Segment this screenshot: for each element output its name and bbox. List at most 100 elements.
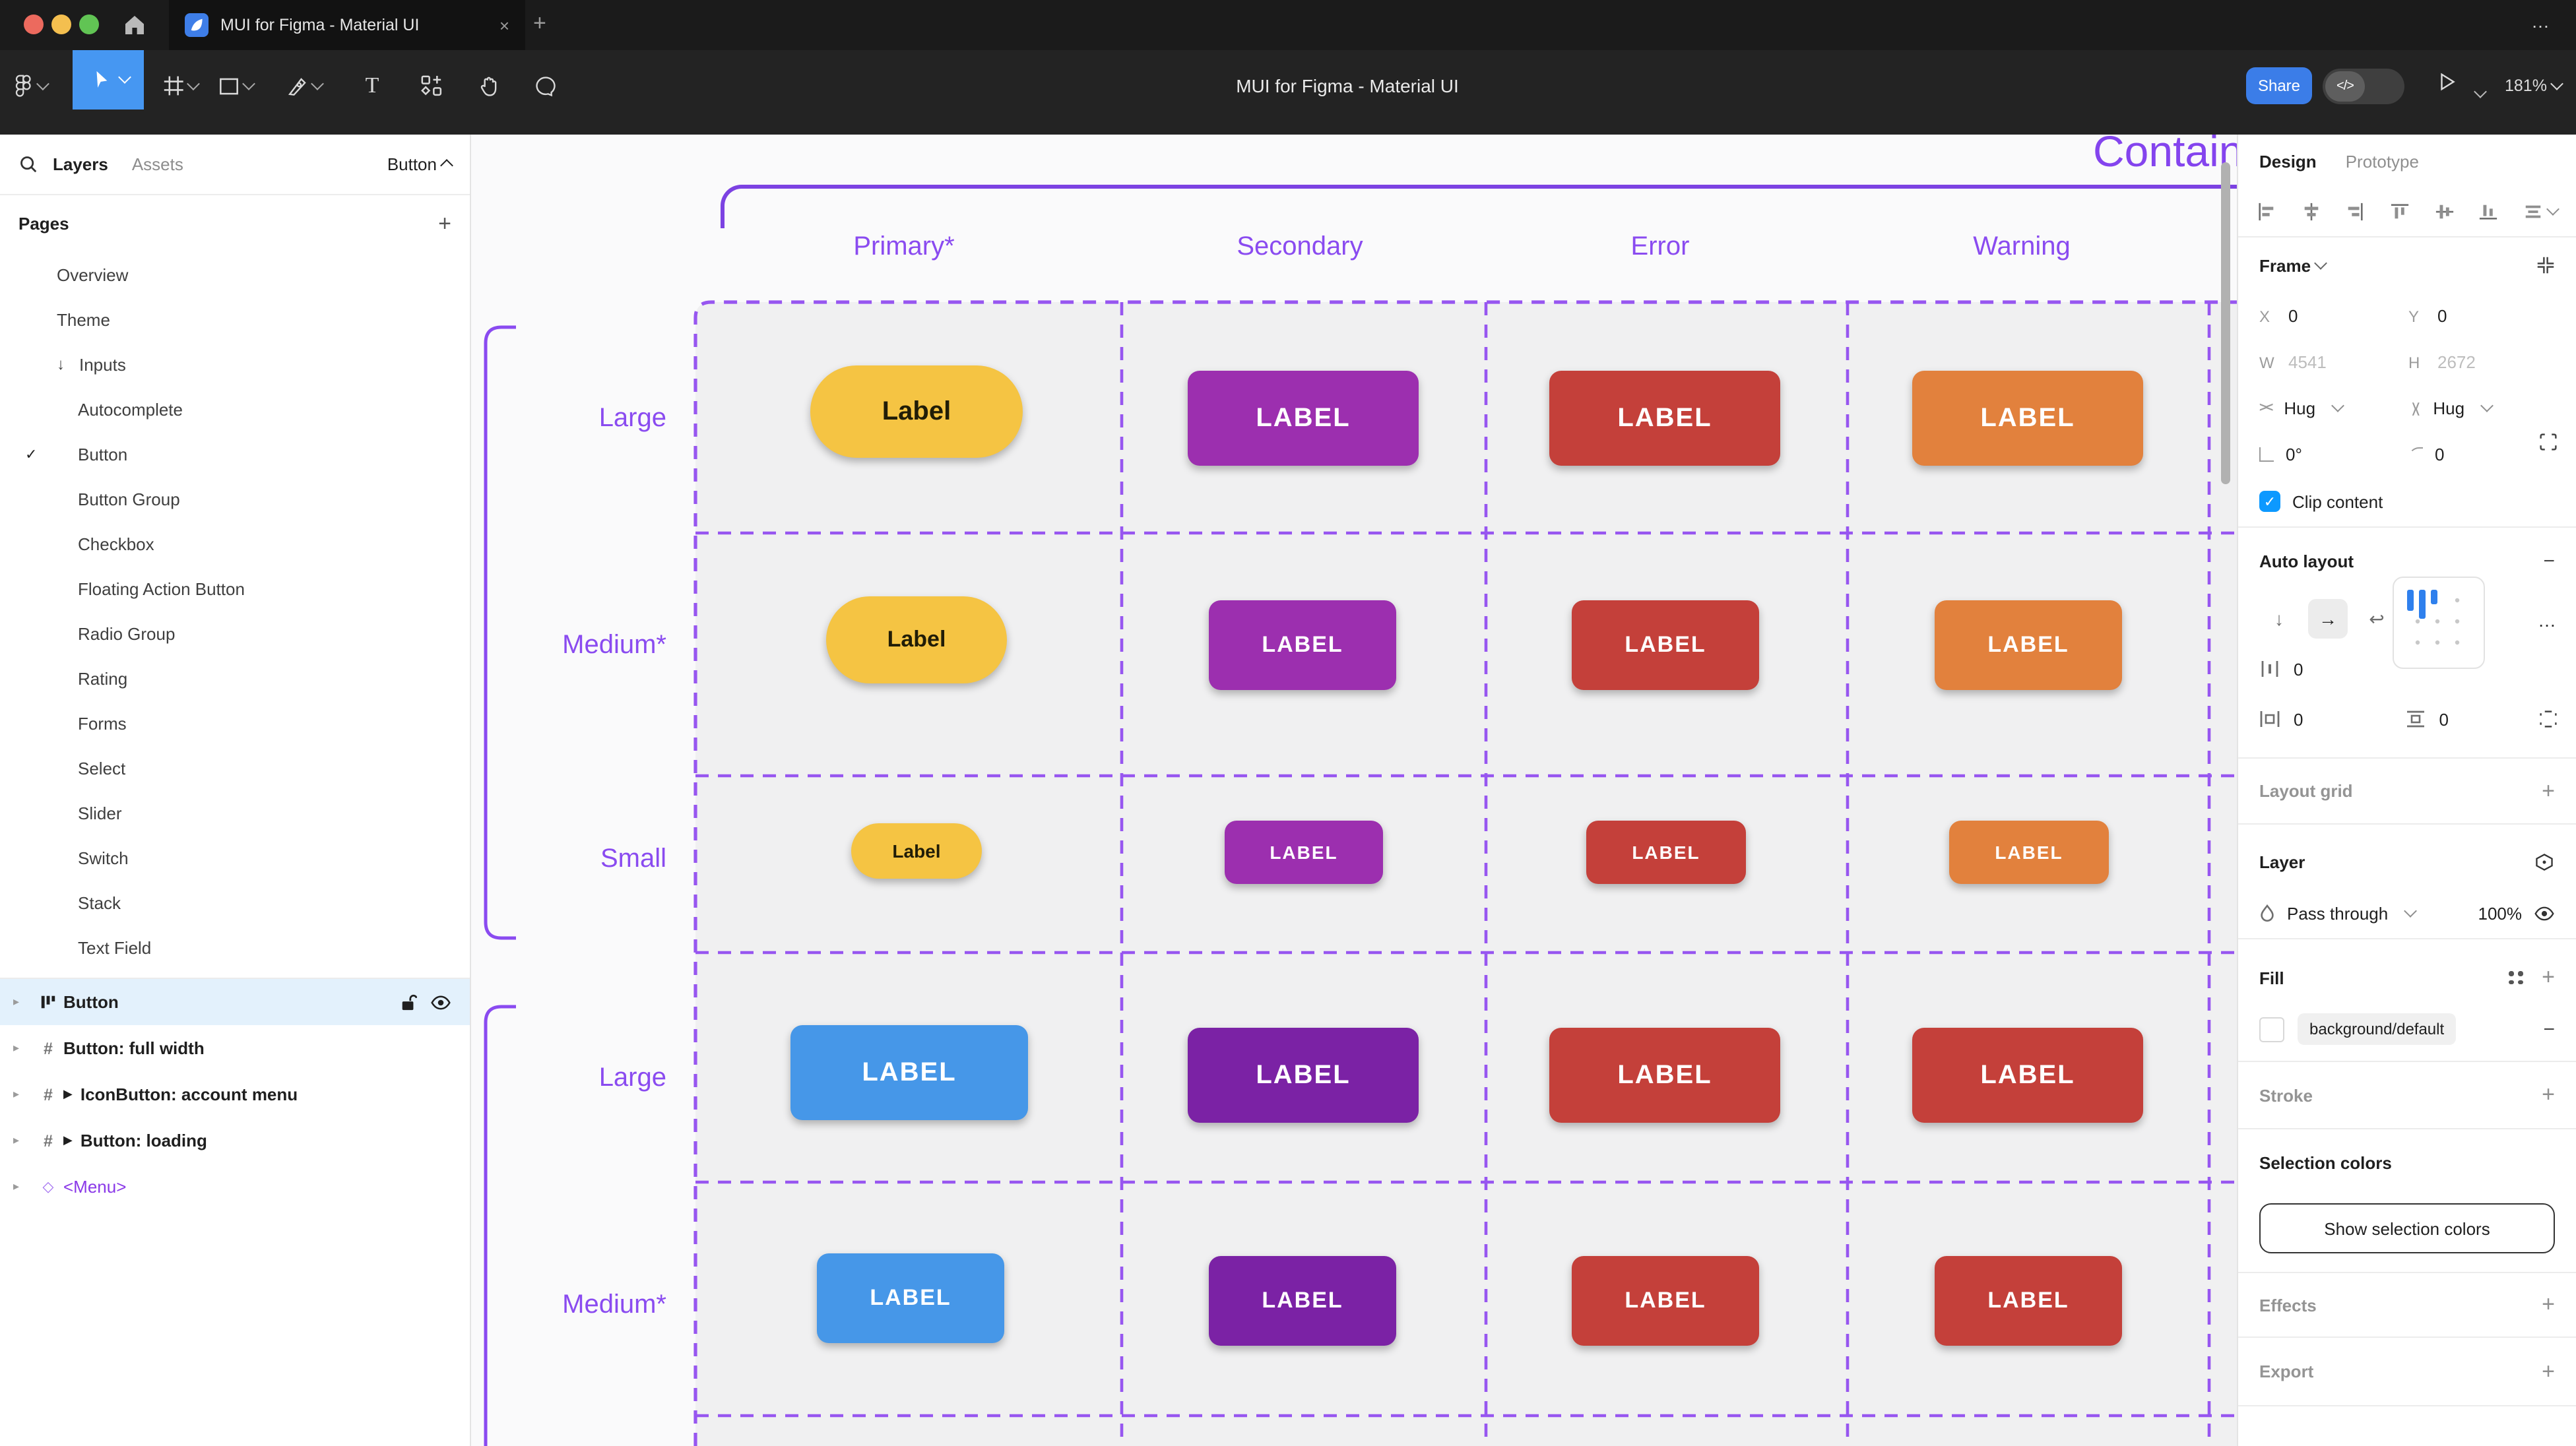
page-item-rating[interactable]: Rating [78,668,128,688]
shape-tool-button[interactable] [216,67,255,104]
layer-visible-eye-icon[interactable] [2534,904,2555,922]
tab-layers[interactable]: Layers [53,154,108,174]
align-h-center-icon[interactable] [2301,202,2321,222]
v-resize-value[interactable]: Hug [2433,398,2465,418]
button-component[interactable]: LABEL [1949,821,2109,884]
minimize-window-button[interactable] [51,15,71,34]
tri-right-icon[interactable]: ▸ [13,995,20,1008]
frame-section-title[interactable]: Frame [2259,255,2311,275]
tab-assets[interactable]: Assets [131,154,183,174]
align-left-icon[interactable] [2257,202,2276,222]
button-component[interactable]: LABEL [1912,1028,2143,1123]
layer-row-button-loading[interactable]: ▸ # ▶ Button: loading [13,1131,207,1150]
chevron-down-icon[interactable] [2314,256,2327,269]
visible-eye-icon[interactable] [430,993,451,1011]
tri-right-icon[interactable]: ▸ [13,1041,20,1054]
direction-horizontal-icon[interactable]: → [2308,599,2348,639]
file-tab[interactable]: MUI for Figma - Material UI × [169,0,525,50]
tri-right-icon[interactable]: ▸ [13,1087,20,1100]
tab-prototype[interactable]: Prototype [2345,151,2419,171]
h-resize-value[interactable]: Hug [2284,398,2316,418]
align-top-icon[interactable] [2390,202,2410,222]
layer-row-button-full-width[interactable]: ▸ # Button: full width [13,1038,205,1058]
fill-token-chip[interactable]: background/default [2298,1013,2457,1045]
page-item-checkbox[interactable]: Checkbox [78,534,154,553]
page-item-overview[interactable]: Overview [57,265,129,284]
page-item-forms[interactable]: Forms [78,713,127,733]
button-component[interactable]: LABEL [1209,1256,1396,1346]
tab-design[interactable]: Design [2259,151,2317,171]
layer-styles-icon[interactable] [2534,852,2555,871]
close-tab-icon[interactable]: × [499,15,509,35]
pen-tool-button[interactable] [285,67,324,104]
add-export-button[interactable]: + [2542,1358,2555,1383]
page-item-button-group[interactable]: Button Group [78,489,180,509]
fill-color-swatch[interactable] [2259,1017,2284,1042]
add-layout-grid-button[interactable]: + [2542,778,2555,803]
page-item-button[interactable]: ✓ Button [25,444,128,464]
resources-tool-button[interactable] [413,67,450,104]
layer-row-button[interactable]: ▸ Button [0,979,470,1025]
page-item-text-field[interactable]: Text Field [78,937,152,957]
button-component[interactable]: LABEL [1912,371,2143,466]
button-component[interactable]: Label [851,823,982,879]
comment-tool-button[interactable] [527,67,564,104]
remove-fill-button[interactable]: − [2543,1018,2555,1040]
home-icon[interactable] [121,12,150,38]
button-component[interactable]: Label [826,596,1007,683]
page-item-switch[interactable]: Switch [78,848,129,867]
add-effect-button[interactable]: + [2542,1292,2555,1317]
unlock-icon[interactable] [400,993,417,1011]
window-more-icon[interactable]: … [2531,11,2551,32]
button-component[interactable]: LABEL [1572,600,1759,690]
button-component[interactable]: LABEL [790,1025,1028,1120]
button-component[interactable]: LABEL [1572,1256,1759,1346]
text-tool-button[interactable]: T [365,73,379,98]
page-item-radio-group[interactable]: Radio Group [78,623,176,643]
move-tool-button[interactable] [73,50,144,110]
button-component[interactable]: LABEL [1188,371,1419,466]
blend-droplet-icon[interactable] [2259,904,2275,922]
fill-styles-icon[interactable] [2509,971,2523,984]
x-value[interactable]: 0 [2288,306,2298,326]
page-item-autocomplete[interactable]: Autocomplete [78,399,183,419]
page-item-inputs[interactable]: ↓ Inputs [57,354,126,374]
padding-v-value[interactable]: 0 [2439,709,2449,729]
rotation-value[interactable]: 0° [2286,445,2302,464]
auto-layout-alignment-widget[interactable] [2393,577,2485,669]
button-component[interactable]: LABEL [1586,821,1746,884]
button-component[interactable]: LABEL [1935,600,2122,690]
zoom-level-control[interactable]: 181% [2505,67,2563,104]
canvas-scrollbar[interactable] [2221,162,2230,484]
button-component[interactable]: LABEL [1209,600,1396,690]
blend-mode-value[interactable]: Pass through [2287,903,2389,923]
frame-name-label[interactable]: Contained [2093,135,2237,175]
frame-tool-button[interactable] [161,67,200,104]
auto-layout-more-icon[interactable]: … [2538,610,2558,631]
page-item-select[interactable]: Select [78,758,126,778]
button-component[interactable]: LABEL [1225,821,1383,884]
remove-auto-layout-button[interactable]: − [2543,550,2555,572]
new-tab-icon[interactable]: + [533,11,546,36]
design-canvas[interactable]: Contained Primary* Secondary Error Warni… [471,135,2237,1446]
add-fill-button[interactable]: + [2542,964,2555,990]
button-component[interactable]: LABEL [1549,1028,1780,1123]
add-page-button[interactable]: + [438,210,451,236]
button-component[interactable]: LABEL [1935,1256,2122,1346]
zoom-window-button[interactable] [79,15,99,34]
independent-padding-icon[interactable] [2539,710,2558,728]
width-value[interactable]: 4541 [2288,352,2327,372]
height-value[interactable]: 2672 [2437,352,2476,372]
y-value[interactable]: 0 [2437,306,2447,326]
main-menu-icon[interactable] [11,67,49,104]
align-bottom-icon[interactable] [2479,202,2499,222]
tri-right-icon[interactable]: ▸ [13,1133,20,1147]
present-icon[interactable] [2435,70,2466,102]
direction-vertical-icon[interactable]: ↓ [2274,608,2284,629]
close-window-button[interactable] [24,15,44,34]
align-v-center-icon[interactable] [2434,202,2454,222]
button-component[interactable]: LABEL [817,1253,1004,1343]
page-item-floating-action-button[interactable]: Floating Action Button [78,579,245,598]
tri-right-icon[interactable]: ▸ [13,1179,20,1193]
padding-h-value[interactable]: 0 [2294,709,2303,729]
